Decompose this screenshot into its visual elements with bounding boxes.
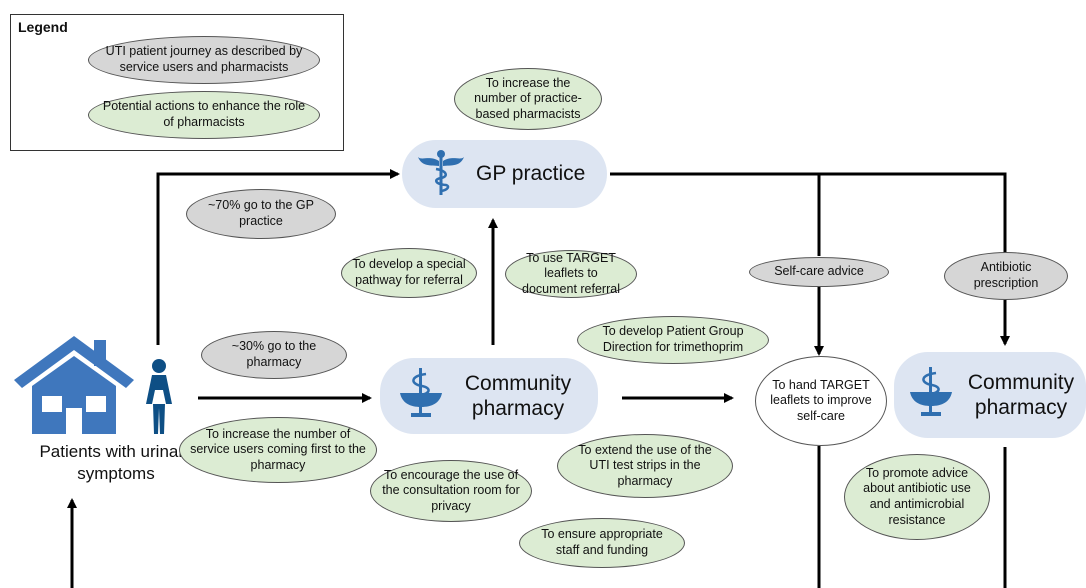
action-staff-funding: To ensure appropriate staff and funding (519, 518, 685, 568)
community-pharmacy-label: Community pharmacy (464, 371, 572, 420)
target-selfcare-ellipse: To hand TARGET leaflets to improve self-… (755, 356, 887, 446)
action-special-pathway: To develop a special pathway for referra… (341, 248, 477, 298)
action-increase-practice-pharmacists: To increase the number of practice-based… (454, 68, 602, 130)
action-antimicrobial-advice: To promote advice about antibiotic use a… (844, 454, 990, 540)
action-target-referral: To use TARGET leaflets to document refer… (505, 250, 637, 298)
legend-journey-ellipse: UTI patient journey as described by serv… (88, 36, 320, 84)
action-test-strips: To extend the use of the UTI test strips… (557, 434, 733, 498)
patients-label: Patients with urinary symptoms (39, 442, 193, 484)
community-pharmacy-node: Community pharmacy (380, 358, 598, 434)
house-icon (14, 334, 134, 439)
action-patient-group-direction: To develop Patient Group Direction for t… (577, 316, 769, 364)
self-care-advice-ellipse: Self-care advice (749, 257, 889, 287)
person-icon (144, 358, 174, 441)
community-pharmacy-right-node: Community pharmacy (894, 352, 1086, 438)
action-consultation-room: To encourage the use of the consultation… (370, 460, 532, 522)
antibiotic-prescription-ellipse: Antibiotic prescription (944, 252, 1068, 300)
caduceus-icon (416, 147, 466, 202)
bowl-of-hygieia-icon (396, 366, 446, 427)
action-increase-users-first: To increase the number of service users … (179, 417, 377, 483)
community-pharmacy-right-label: Community pharmacy (967, 370, 1075, 419)
legend-title: Legend (18, 19, 68, 35)
gp-share-ellipse: ~70% go to the GP practice (186, 189, 336, 239)
line-gp-out (610, 172, 1007, 255)
gp-practice-node: GP practice (402, 140, 607, 208)
legend-action-ellipse: Potential actions to enhance the role of… (88, 91, 320, 139)
arrow-patient-to-gp (156, 169, 400, 345)
gp-practice-label: GP practice (476, 162, 586, 186)
pharmacy-share-ellipse: ~30% go to the pharmacy (201, 331, 347, 379)
bowl-of-hygieia-icon (906, 365, 956, 426)
